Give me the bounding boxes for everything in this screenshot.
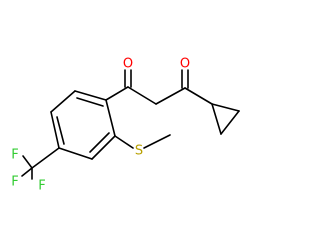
bond-ring-a6-a1	[105, 99, 116, 137]
atom-label-oxygen-2: O	[180, 57, 190, 72]
atom-label-sulfur: S	[135, 144, 143, 159]
bond-ring-a1-a2-inner	[76, 97, 104, 107]
bond-cyclopropyl-1	[211, 103, 240, 112]
atom-label-oxygen-1: O	[123, 57, 133, 72]
bond-ring-a3-a4-inner	[56, 116, 65, 145]
dione-chain	[105, 69, 213, 105]
bond-ring-a5-a6	[91, 135, 116, 160]
bond-ch2-carbonyl2	[155, 87, 186, 105]
bond-ring-a1-a2	[74, 90, 107, 101]
bond-carbonyl1-ch2	[127, 86, 157, 105]
chemical-structure: O O S F F F	[11, 57, 240, 194]
methylthio-group	[114, 134, 171, 149]
atom-label-fluorine-2: F	[38, 179, 45, 194]
bond-ring-to-cf3	[31, 147, 60, 169]
atom-label-fluorine-1: F	[11, 175, 18, 190]
bond-ring-to-carbonyl1	[105, 86, 129, 101]
bond-carbonyl2-cyclopropyl	[184, 87, 213, 105]
trifluoromethyl-group	[21, 147, 60, 180]
bond-ring-a2-a3	[50, 90, 76, 113]
atom-label-fluorine-3: F	[11, 148, 18, 163]
bond-cyclopropyl-3	[211, 103, 222, 135]
bond-ring-a5-a6-inner	[89, 132, 110, 153]
bond-cf3-f2	[21, 167, 33, 177]
cyclopropyl-ring	[211, 103, 240, 135]
bond-ring-a4-a5	[58, 147, 93, 160]
benzene-ring	[50, 90, 116, 160]
bond-cyclopropyl-2	[220, 110, 240, 135]
bond-s-to-methyl	[143, 134, 171, 149]
bond-ring-to-s	[114, 135, 134, 149]
bond-cf3-f3	[22, 155, 33, 169]
bond-ring-a3-a4	[50, 111, 60, 149]
